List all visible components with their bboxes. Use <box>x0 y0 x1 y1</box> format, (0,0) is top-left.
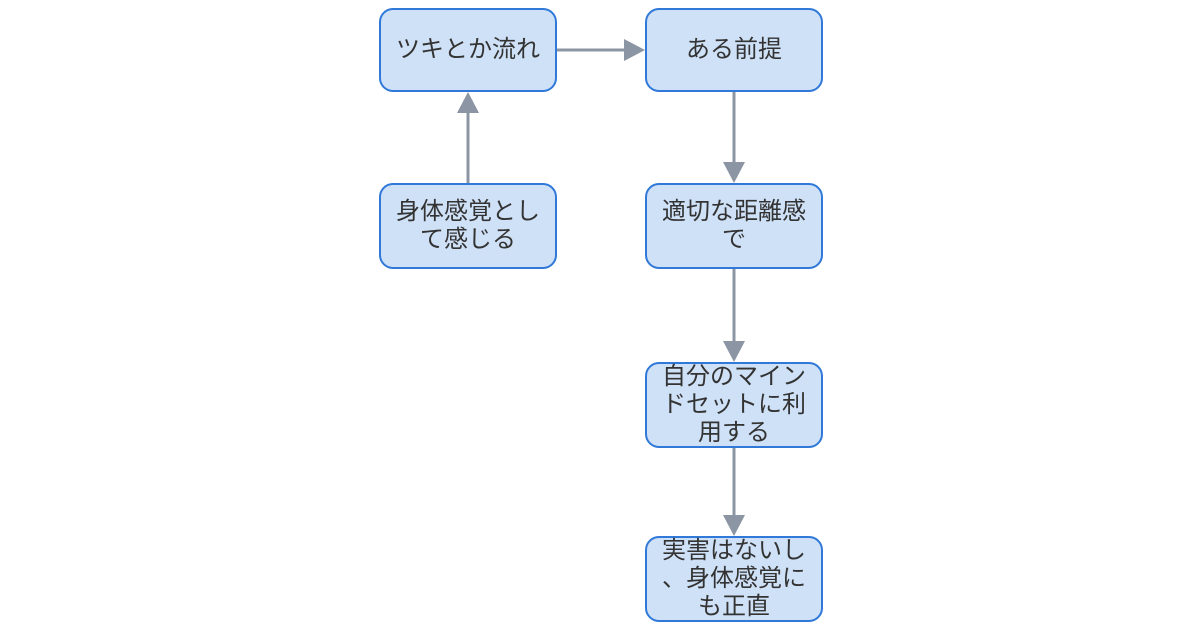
arrow-premise-to-appropriate-distance <box>723 92 745 183</box>
node-label-appropriate-distance: 適切な距離感 で <box>662 198 806 253</box>
node-label-use-mindset: 自分のマイン ドセットに利 用する <box>662 363 806 446</box>
flowchart-node-appropriate-distance[interactable]: 適切な距離感 で <box>645 183 823 269</box>
node-label-premise: ある前提 <box>686 36 782 63</box>
arrow-use-mindset-to-no-harm <box>723 448 745 536</box>
arrow-luck-flow-to-premise <box>557 39 645 61</box>
node-label-bodily-sensation: 身体感覚とし て感じる <box>396 198 540 253</box>
arrow-appropriate-distance-to-use-mindset <box>723 269 745 362</box>
flowchart-node-use-mindset[interactable]: 自分のマイン ドセットに利 用する <box>645 362 823 448</box>
flowchart-node-luck-flow[interactable]: ツキとか流れ <box>379 8 557 92</box>
arrow-bodily-sensation-to-luck-flow <box>457 92 479 183</box>
flowchart-node-no-harm-honest[interactable]: 実害はないし 、身体感覚に も正直 <box>645 536 823 622</box>
flowchart-node-premise[interactable]: ある前提 <box>645 8 823 92</box>
node-label-no-harm-honest: 実害はないし 、身体感覚に も正直 <box>662 537 806 620</box>
node-label-luck-flow: ツキとか流れ <box>396 36 540 63</box>
flowchart-node-bodily-sensation[interactable]: 身体感覚とし て感じる <box>379 183 557 269</box>
